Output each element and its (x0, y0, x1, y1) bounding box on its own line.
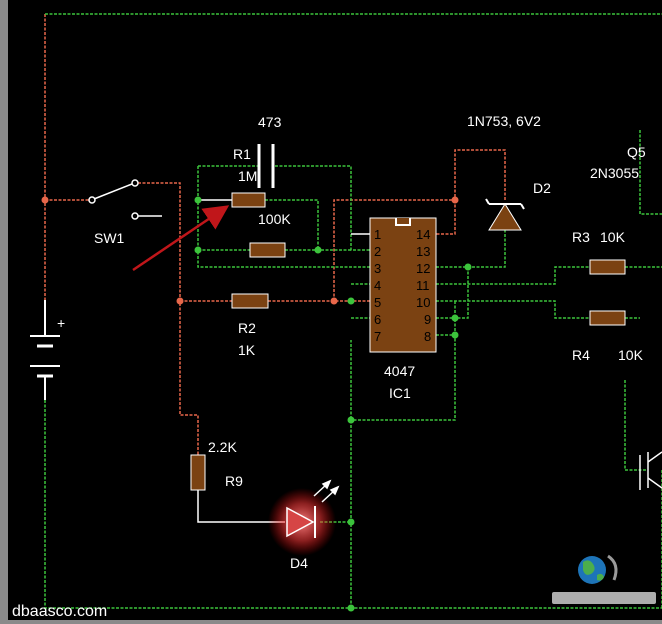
junctions (41, 196, 472, 612)
r9-name-label: R9 (225, 473, 243, 489)
ic1-pin-labels: 1 2 3 4 5 6 7 14 13 12 11 10 9 8 (374, 227, 431, 344)
sw1-label: SW1 (94, 230, 125, 246)
globe-logo-icon (552, 554, 656, 604)
r2-value-label: 1K (238, 342, 256, 358)
capacitor-value-label: 473 (258, 114, 282, 130)
wire-d2-to-pin14-red (436, 200, 456, 235)
ic-pin-8: 8 (424, 329, 431, 344)
ic-pin-13: 13 (416, 244, 430, 259)
sw1-switch[interactable] (88, 179, 162, 220)
r9-resistor (190, 454, 206, 491)
wire-pin5-up-red (333, 149, 506, 301)
r2-name-label: R2 (238, 320, 256, 336)
white-wires (197, 199, 641, 523)
r1-name-label: R1 (233, 146, 251, 162)
wire-q5-side-green (639, 130, 662, 215)
ic-pin-3: 3 (374, 261, 381, 276)
d2-value-label: 1N753, 6V2 (467, 113, 541, 129)
wire-pin8-green (351, 334, 456, 421)
d2-zener-diode (485, 198, 525, 231)
r4-value-label: 10K (618, 347, 644, 363)
window-frame-bottom (0, 620, 662, 624)
wire-cap-right-green (275, 165, 370, 251)
ic-pin-5: 5 (374, 295, 381, 310)
pot-value-label: 100K (258, 211, 291, 227)
r1-value-label: 1M (238, 168, 257, 184)
mid-resistor (249, 242, 286, 258)
wire-pot-right-green (265, 199, 319, 250)
r4-name-label: R4 (572, 347, 590, 363)
ic-pin-2: 2 (374, 244, 381, 259)
lower-transistor (647, 451, 662, 489)
ic-pin-7: 7 (374, 329, 381, 344)
wire-pin11-green (436, 266, 590, 285)
ic-pin-10: 10 (416, 295, 430, 310)
r3-resistor (589, 259, 626, 275)
red-pointer-arrow (132, 205, 230, 272)
ic-pin-4: 4 (374, 278, 381, 293)
r3-value-label: 10K (600, 229, 626, 245)
ic-pin-6: 6 (374, 312, 381, 327)
wire-left-bottom-green (44, 400, 662, 609)
battery-plus-label: + (57, 315, 65, 331)
d2-name-label: D2 (533, 180, 551, 196)
d4-name-label: D4 (290, 555, 308, 571)
ic-pin-12: 12 (416, 261, 430, 276)
watermark-site-text: dbaasco.com (12, 603, 107, 620)
ic-pin-9: 9 (424, 312, 431, 327)
capacitor-473 (257, 144, 275, 188)
d4-led (286, 506, 316, 538)
wire-sw1-to-right-red (138, 182, 199, 455)
wire-pin10-green (436, 300, 590, 319)
wire-right-lower-green (624, 380, 648, 471)
wire-right-vertical-green (455, 267, 469, 319)
q5-name-label: Q5 (627, 144, 646, 160)
battery (30, 300, 60, 400)
window-frame-left (0, 0, 8, 624)
ic1-part-label: 4047 (384, 363, 415, 379)
ic1-name-label: IC1 (389, 385, 411, 401)
led-light-arrows-icon (313, 479, 340, 503)
red-wires (44, 14, 506, 455)
r4-resistor (589, 310, 626, 326)
r9-value-label: 2.2K (208, 439, 237, 455)
wire-pin12-right-green (436, 230, 506, 268)
ic-pin-14: 14 (416, 227, 430, 242)
r2-resistor (231, 293, 269, 309)
ic1-4047-chip (369, 217, 437, 353)
wire-r9-to-d4 (197, 490, 285, 523)
green-wires (44, 13, 662, 609)
ic-pin-11: 11 (416, 278, 430, 293)
q5-value-label: 2N3055 (590, 165, 639, 181)
ic-pin-1: 1 (374, 227, 381, 242)
r1-pot-resistor (231, 192, 266, 208)
r3-name-label: R3 (572, 229, 590, 245)
